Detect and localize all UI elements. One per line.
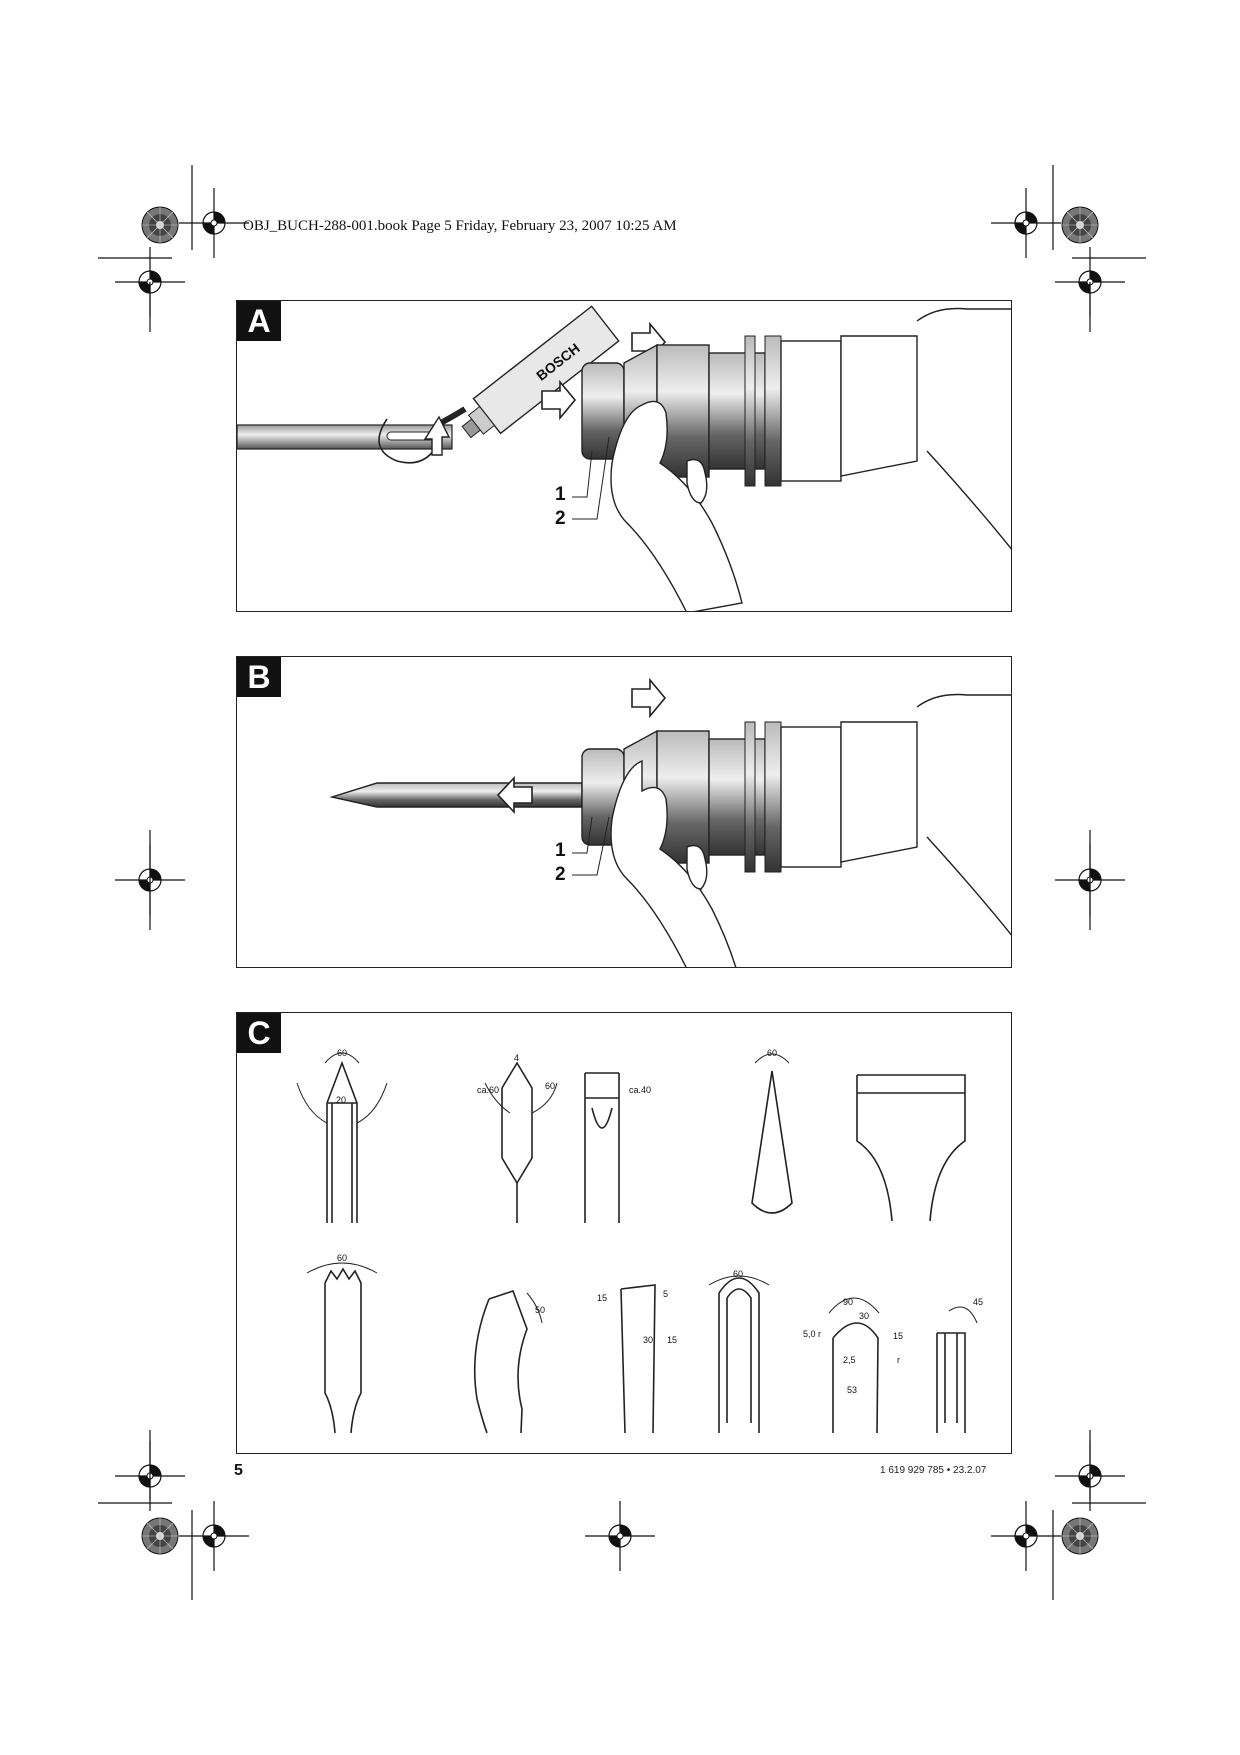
hand-illustration	[610, 759, 737, 967]
file-info-header: OBJ_BUCH-288-001.book Page 5 Friday, Feb…	[243, 218, 677, 234]
dim-label: 45	[973, 1297, 983, 1307]
clay-spade-shape	[473, 1289, 528, 1434]
callout-1: 1	[555, 484, 566, 505]
dim-label: 5,0 r	[803, 1329, 821, 1339]
dim-label: 60	[337, 1253, 347, 1263]
panel-c: C 60	[236, 1012, 1012, 1454]
callout-2: 2	[555, 864, 566, 885]
rotate-arrow-icon	[378, 418, 440, 464]
panel-letter-c: C	[237, 1013, 281, 1053]
joint-chisel-shape	[936, 1332, 966, 1433]
dim-label: 60	[337, 1048, 347, 1058]
callout-2: 2	[555, 508, 566, 529]
dim-label: 15	[597, 1293, 607, 1303]
pointed-chisel	[329, 782, 583, 808]
dim-label: 2,5	[843, 1355, 856, 1365]
hand-illustration	[610, 400, 743, 611]
grease-chisel-illustration: BOSCH	[237, 305, 1011, 611]
panel-a: A BOSCH	[236, 300, 1012, 612]
dim-label: 60	[545, 1081, 555, 1091]
push-arrow-icon	[631, 677, 667, 719]
tile-chisel-shape	[832, 1322, 879, 1434]
dim-label: 60	[767, 1048, 777, 1058]
dim-label: 4	[514, 1053, 519, 1063]
callout-1: 1	[555, 840, 566, 861]
flat-point-chisel-shape	[501, 1061, 533, 1223]
hollow-chisel-shape	[584, 1072, 620, 1223]
dim-label: ca.60	[477, 1085, 499, 1095]
insert-arrow-icon	[541, 379, 577, 421]
dim-label: 5	[663, 1289, 668, 1299]
grease-tube: BOSCH	[461, 305, 620, 439]
panel-b: B 1 2	[236, 656, 1012, 968]
dim-label: 90	[843, 1297, 853, 1307]
wide-chisel-shape	[856, 1074, 966, 1222]
dim-label: 20	[336, 1095, 346, 1105]
dim-label: 15	[667, 1335, 677, 1345]
dim-label: 53	[847, 1385, 857, 1395]
dim-label: 15	[893, 1331, 903, 1341]
pull-arrow-icon	[496, 775, 533, 815]
document-code: 1 619 929 785 • 23.2.07	[880, 1465, 987, 1476]
dim-label: 60	[733, 1269, 743, 1279]
panel-letter-a: A	[237, 301, 281, 341]
dim-label: r	[897, 1355, 900, 1365]
panel-letter-b: B	[237, 657, 281, 697]
chisel-types-diagram: 60 20 4 ca.60 60 ca.40 60 60 50 15 5 30 …	[296, 1048, 983, 1434]
page-number: 5	[234, 1462, 243, 1479]
cone-chisel-shape	[751, 1070, 793, 1214]
serrated-chisel-shape	[324, 1267, 362, 1434]
angled-chisel-shape	[620, 1284, 656, 1434]
dim-label: 30	[643, 1335, 653, 1345]
insert-chisel-illustration	[329, 677, 1011, 967]
dim-label: 30	[859, 1311, 869, 1321]
dim-label: 50	[535, 1305, 545, 1315]
dim-label: ca.40	[629, 1085, 651, 1095]
